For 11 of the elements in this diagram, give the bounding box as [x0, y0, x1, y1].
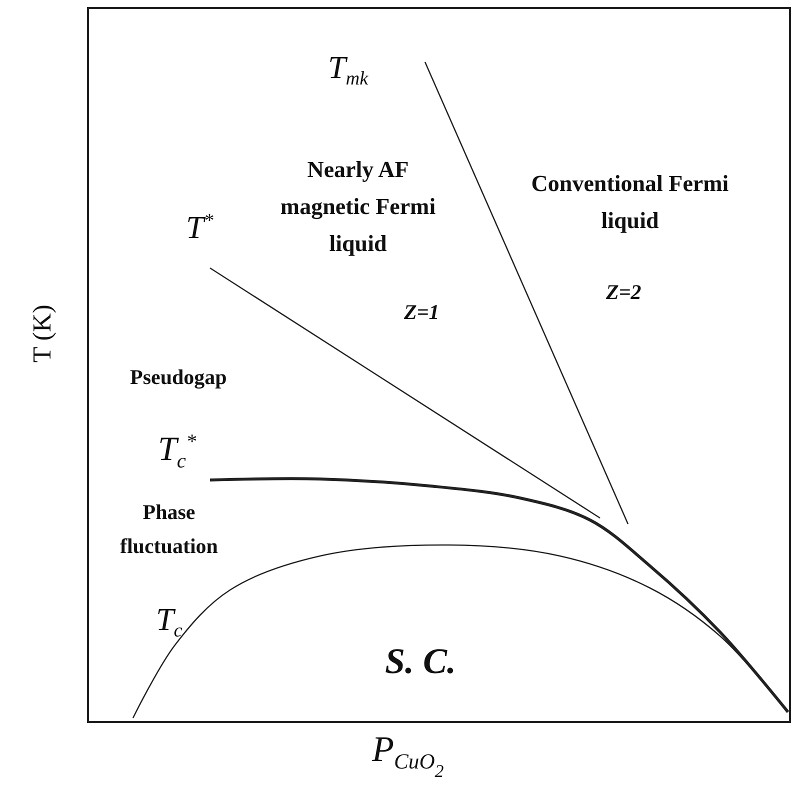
- region-label: Conventional Fermi liquid: [530, 170, 730, 235]
- region-label: S. C.: [385, 640, 456, 683]
- curve-label: T$_{mk}$: [328, 48, 368, 91]
- curve-label: T$_{c}$: [156, 600, 182, 643]
- parameter-label: Z=1: [404, 300, 440, 326]
- parameter-label: Z=2: [606, 280, 642, 306]
- region-label: Pseudogap: [130, 365, 227, 390]
- axis-title: T (K): [26, 304, 58, 365]
- region-label: Nearly AF magnetic Fermi liquid: [279, 156, 437, 258]
- region-label: Phase fluctuation: [118, 499, 219, 560]
- curve-label: T$^{*}$: [186, 208, 214, 246]
